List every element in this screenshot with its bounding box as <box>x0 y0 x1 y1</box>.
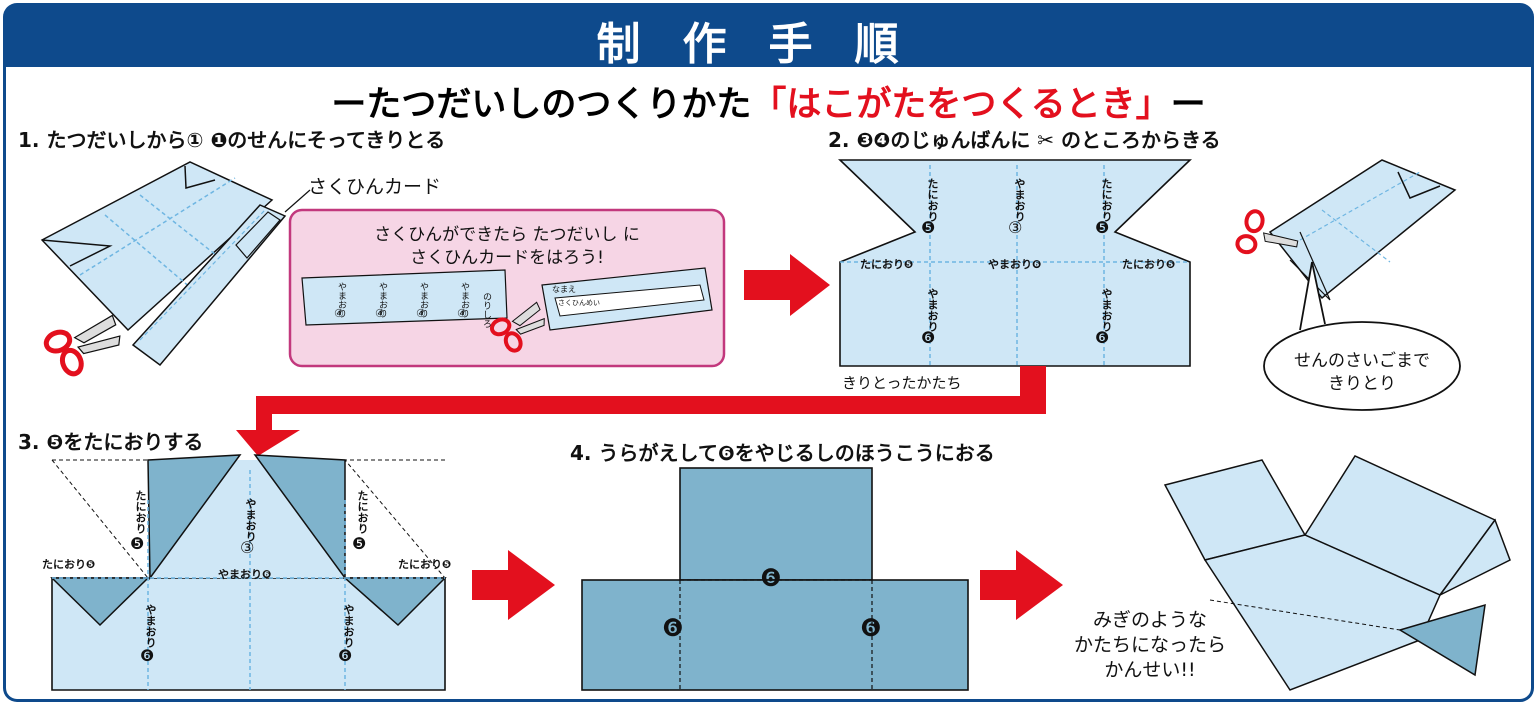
subtitle-suffix: ー <box>1170 85 1206 125</box>
s2-yama-top: やまおり <box>1013 178 1026 222</box>
note-line1: さくひんができたら たつだいし に <box>374 225 640 245</box>
s2-yama-left: やまおり <box>926 288 939 332</box>
arrow-right-icon <box>472 550 555 620</box>
step4-shape <box>581 467 969 691</box>
strip-num-2: ④ <box>375 307 385 320</box>
s2-num3: ③ <box>1008 218 1023 237</box>
card-label: さくひんカード <box>308 176 442 198</box>
step2-paper <box>1268 159 1457 301</box>
s3-num6-left: ❻ <box>140 646 155 665</box>
arrow-right-icon <box>744 254 830 316</box>
strip-yama-2: やまおり <box>377 282 387 318</box>
s3-yama-right: やまおり <box>342 604 355 648</box>
bubble-line2: きりとり <box>1328 374 1396 394</box>
step1-paper <box>40 161 311 367</box>
step-4-text: 4. うらがえして❻をやじるしのほうこうにおる <box>570 441 995 465</box>
arrow-down-icon <box>236 366 1046 456</box>
s4-num6-right: ❻ <box>860 614 882 642</box>
bubble-line1: せんのさいごまで <box>1294 351 1430 371</box>
s4-num6-left: ❻ <box>662 614 684 642</box>
s3-tani5-left: たにおり❺ <box>42 558 96 571</box>
cut-shape-label: きりとったかたち <box>842 374 962 392</box>
step-3-text: 3. ❺をたにおりする <box>18 430 204 454</box>
step3-shape <box>50 454 447 691</box>
s3-num3: ③ <box>240 538 255 557</box>
s3-tani-left: たにおり <box>134 490 147 534</box>
note-box <box>288 208 726 368</box>
strip-yama-4: やまおり <box>459 282 469 318</box>
norishiro-label: のりしろ <box>481 292 491 328</box>
strip-num-3: ④ <box>416 307 426 320</box>
s2-tani-1: たにおり <box>926 178 939 222</box>
frame-border <box>3 58 1534 702</box>
strip-yama-1: やまおり <box>336 282 346 318</box>
note-line2: さくひんカードをはろう! <box>410 248 604 268</box>
scissors-icon <box>489 301 545 353</box>
name-label: なまえ <box>552 285 576 294</box>
s3-yama-top: やまおり <box>244 498 257 542</box>
step2-shape <box>838 159 1192 367</box>
s3-yama6-mid: やまおり❻ <box>218 568 272 581</box>
done-line1: みぎのような <box>1092 609 1207 631</box>
s2-num6-left: ❻ <box>921 328 936 347</box>
s3-yama-left: やまおり <box>144 604 157 648</box>
scissors-icon <box>43 314 121 377</box>
s4-num6-top: ❻ <box>760 564 782 592</box>
card-strip <box>301 269 508 326</box>
subtitle-highlight: 「はこがたをつくるとき」 <box>751 85 1171 125</box>
final-box <box>1163 455 1511 691</box>
step-1-text: 1. たつだいしから① ❶のせんにそってきりとる <box>18 128 446 152</box>
title-card-label: さくひんめい <box>558 299 600 307</box>
subtitle-prefix: ーたつだいしのつくりかた <box>331 85 752 125</box>
strip-num-1: ④ <box>334 307 344 320</box>
s3-tani5-right: たにおり❺ <box>398 558 452 571</box>
s2-num6-right: ❻ <box>1095 328 1110 347</box>
arrow-right-icon <box>980 550 1063 620</box>
s2-num5-2: ❺ <box>1095 218 1110 237</box>
s2-tani5-left: たにおり❺ <box>860 258 914 271</box>
s3-num5-right: ❺ <box>352 534 367 553</box>
s2-yama6-mid: やまおり❻ <box>988 258 1042 271</box>
scissors-icon <box>1235 209 1299 255</box>
s2-tani5-right: たにおり❺ <box>1122 258 1176 271</box>
strip-num-4: ④ <box>457 307 467 320</box>
step-2-text: 2. ❸❹のじゅんばんに ✂ のところからきる <box>828 128 1221 152</box>
speech-bubble <box>1263 321 1461 411</box>
header-bar: 制作手順 <box>3 3 1534 70</box>
s2-tani-2: たにおり <box>1100 178 1113 222</box>
s2-yama-right: やまおり <box>1100 288 1113 332</box>
strip-yama-3: やまおり <box>418 282 428 318</box>
done-line3: かんせい!! <box>1104 659 1196 681</box>
s3-num6-right: ❻ <box>338 646 353 665</box>
done-line2: かたちになったら <box>1073 634 1226 656</box>
s3-num5-left: ❺ <box>130 534 145 553</box>
s3-tani-right: たにおり <box>356 490 369 534</box>
header-title: 制作手順 <box>596 19 941 70</box>
s2-num5-1: ❺ <box>921 218 936 237</box>
subtitle: ーたつだいしのつくりかた「はこがたをつくるとき」ー <box>0 76 1537 127</box>
